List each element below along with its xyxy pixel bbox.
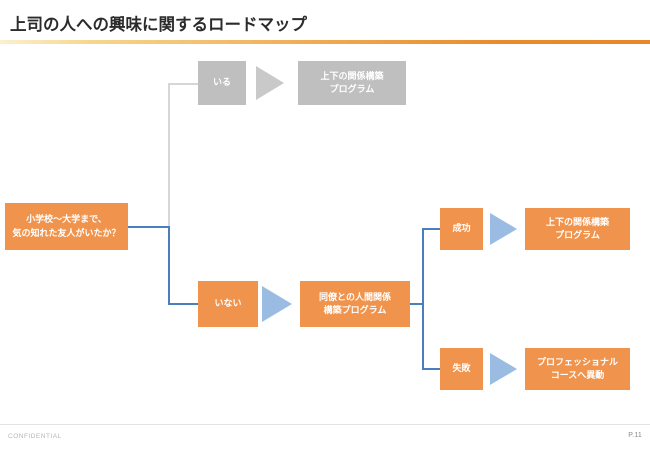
connector-trunk-up-gray <box>168 83 170 227</box>
connector-trunk-down-blue <box>168 226 170 305</box>
node-success-outcome-line2: プログラム <box>555 230 600 240</box>
node-branch-no-text: いない <box>214 298 242 309</box>
node-branch-no-label[interactable]: いない <box>198 281 258 327</box>
node-question-line2: 気の知れた友人がいたか？ <box>12 227 121 238</box>
title-underline-rule <box>0 40 650 44</box>
connector-to-failure <box>422 368 442 370</box>
node-failure-outcome-line1: プロフェッショナル <box>536 356 618 367</box>
connector-split-vertical <box>422 228 424 370</box>
node-question-line1: 小学校〜大学まで、 <box>26 214 107 225</box>
connector-program-stub <box>410 303 424 305</box>
node-yes-outcome-line1: 上下の関係構築 <box>320 70 384 81</box>
node-yes-outcome[interactable]: 上下の関係構築 プログラム <box>298 61 406 105</box>
node-failure-outcome[interactable]: プロフェッショナル コースへ異動 <box>525 348 630 390</box>
node-success-outcome[interactable]: 上下の関係構築 プログラム <box>525 208 630 250</box>
footer-confidential-label: CONFIDENTIAL <box>8 433 62 440</box>
node-failure-outcome-line2: コースへ異動 <box>550 370 605 380</box>
triangle-right-icon-failure <box>490 353 517 385</box>
node-success-outcome-line1: 上下の関係構築 <box>545 216 609 227</box>
connector-to-success <box>422 228 442 230</box>
node-yes-outcome-line2: プログラム <box>329 84 375 94</box>
node-coworker-program[interactable]: 同僚との人間関係 構築プログラム <box>300 281 410 327</box>
node-branch-success-text: 成功 <box>452 223 471 234</box>
connector-to-inai <box>168 303 198 305</box>
node-coworker-program-line1: 同僚との人間関係 <box>319 291 391 302</box>
connector-to-iru <box>168 83 198 85</box>
triangle-right-icon-no <box>262 286 292 322</box>
connector-question-stub <box>128 226 170 228</box>
node-branch-success-label[interactable]: 成功 <box>440 208 483 250</box>
node-branch-failure-text: 失敗 <box>452 363 471 374</box>
triangle-right-icon-success <box>490 213 517 245</box>
node-branch-yes-text: いる <box>212 77 231 88</box>
footer-divider <box>0 424 650 425</box>
node-coworker-program-line2: 構築プログラム <box>323 305 387 315</box>
page-title: 上司の人への興味に関するロードマップ <box>10 16 307 34</box>
node-branch-failure-label[interactable]: 失敗 <box>440 348 483 390</box>
node-question[interactable]: 小学校〜大学まで、 気の知れた友人がいたか？ <box>5 203 128 250</box>
node-branch-yes-label[interactable]: いる <box>198 61 246 105</box>
footer-page-number: P.11 <box>628 432 642 439</box>
triangle-right-icon-yes <box>256 66 284 100</box>
